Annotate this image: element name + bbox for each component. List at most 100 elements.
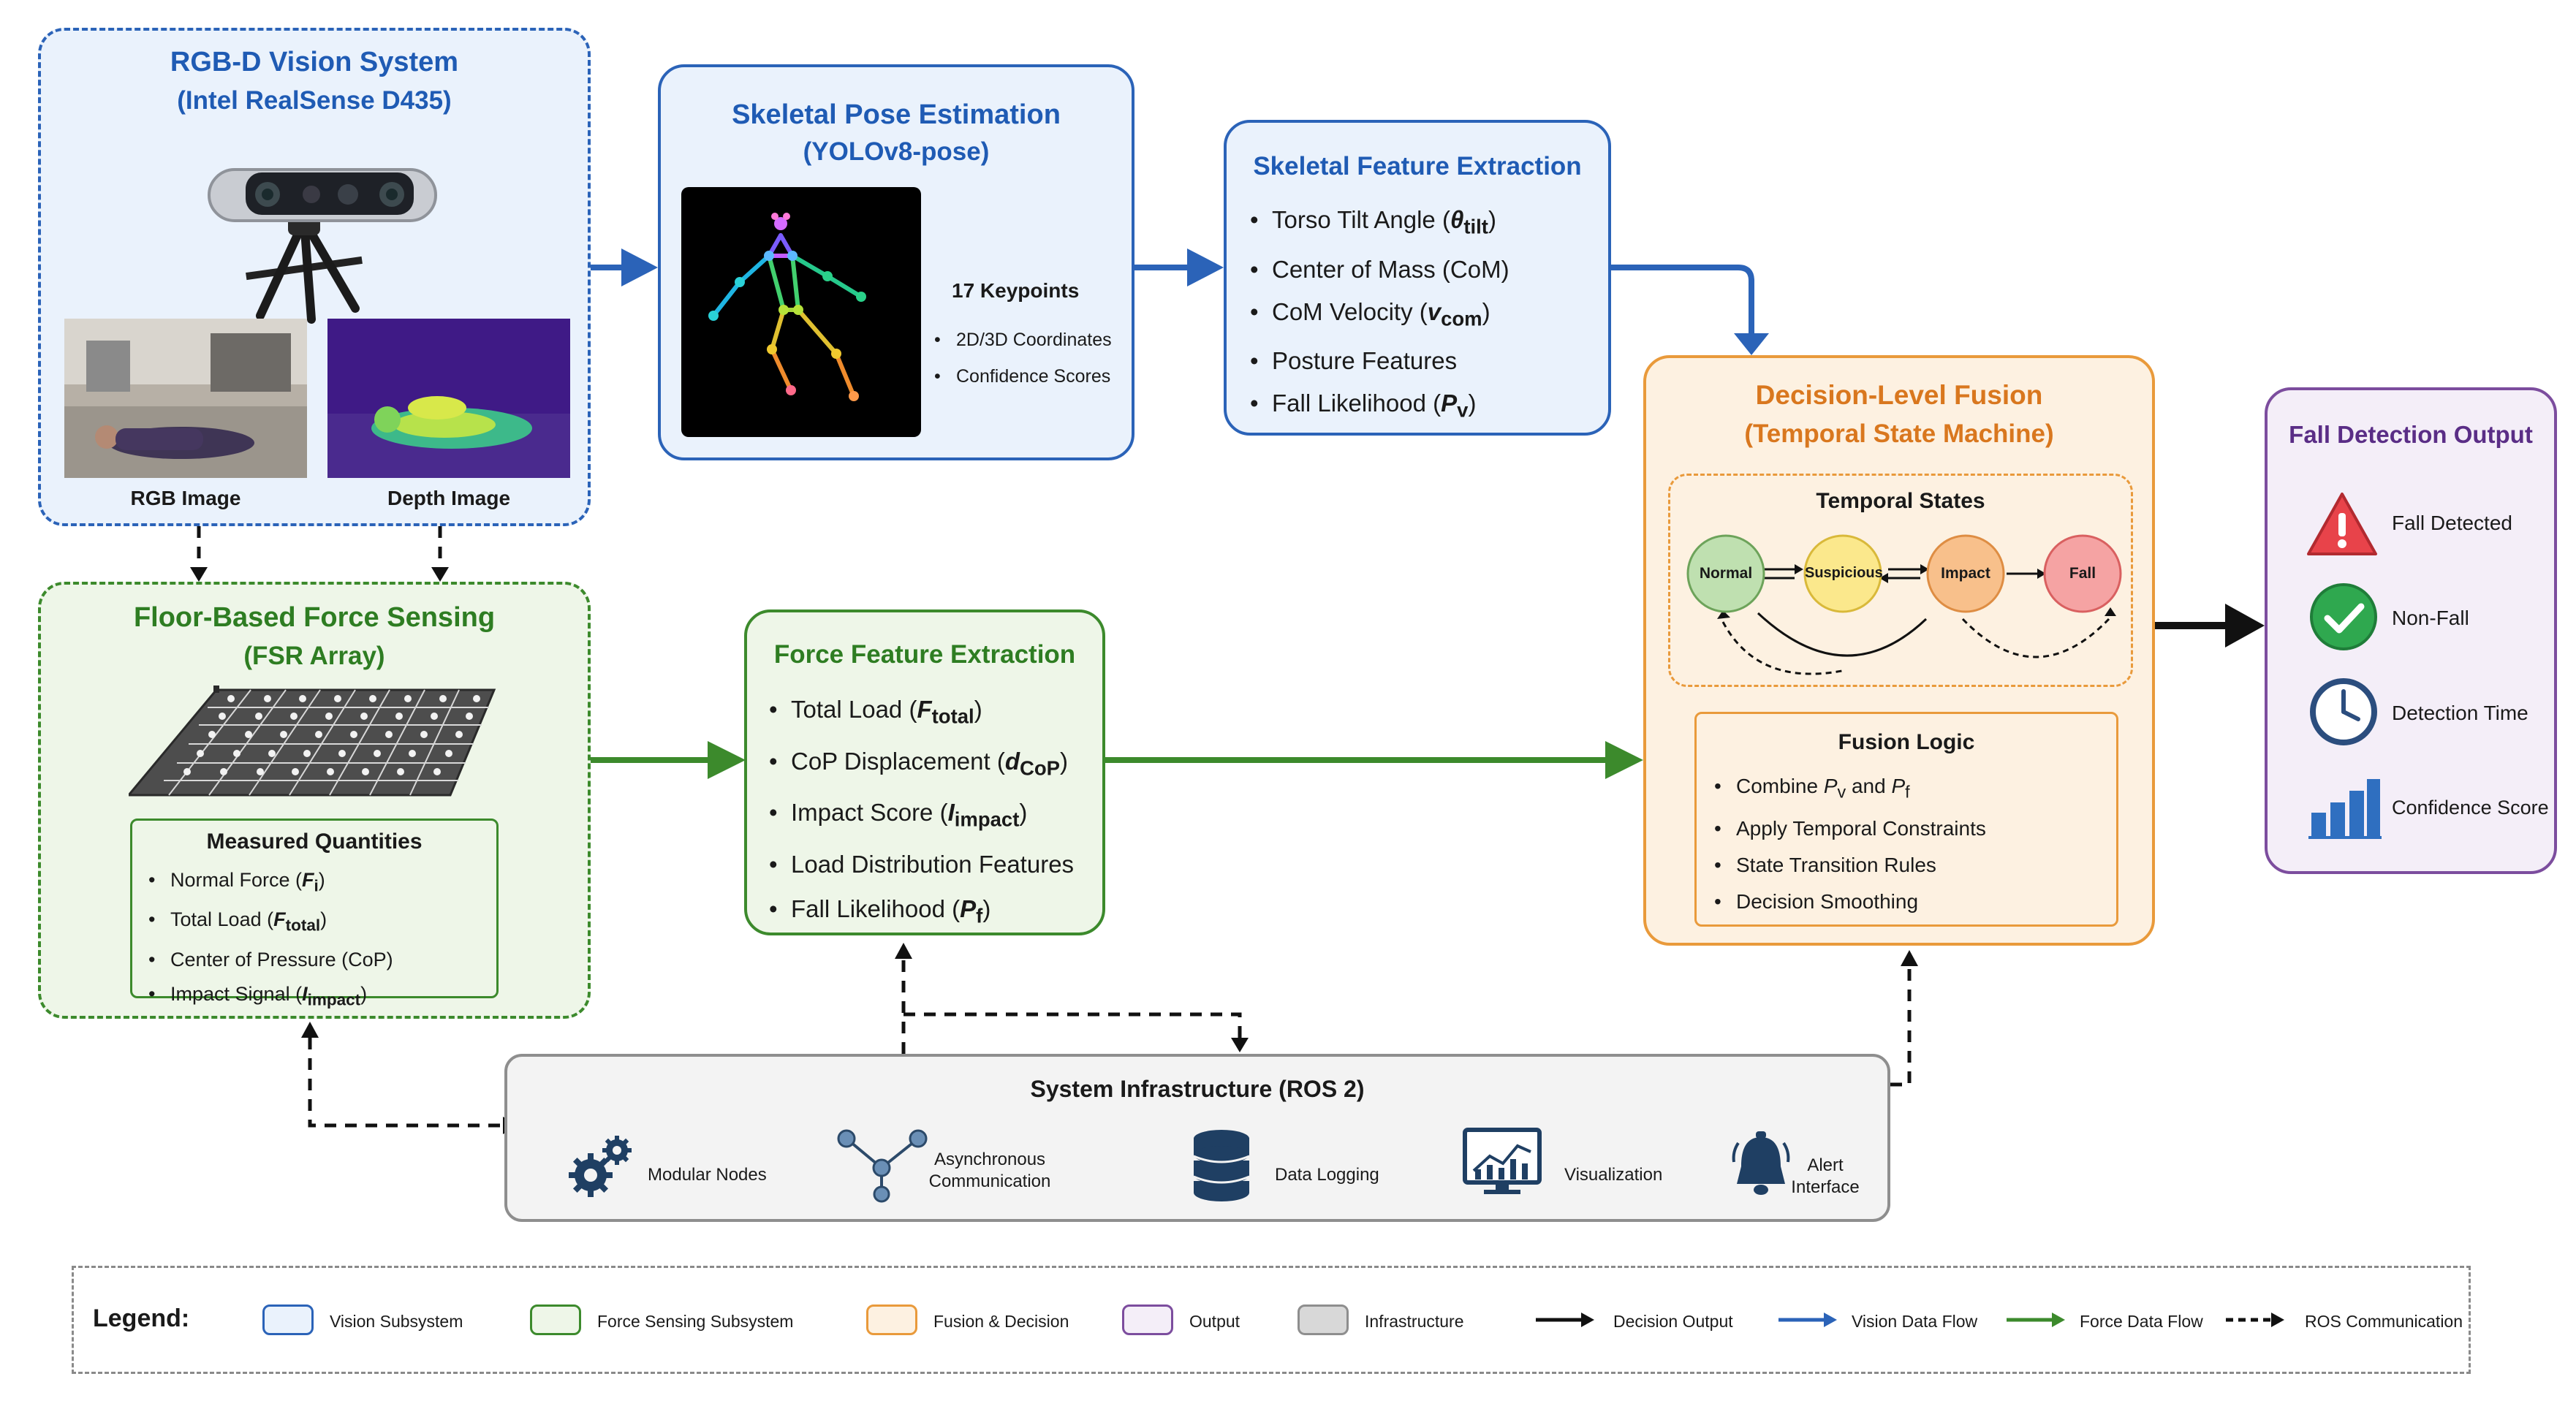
infra-label-async-communication: Asynchronous Communication — [928, 1150, 1051, 1191]
fusion-title: Decision-Level Fusion — [1755, 380, 2043, 410]
network-icon — [837, 1129, 928, 1203]
force-feature-item: Total Load (Ftotal) — [769, 687, 1098, 739]
force-features-title: Force Feature Extraction — [773, 640, 1076, 669]
measured-quantity-item: Center of Pressure (CoP) — [148, 943, 492, 977]
fusion-logic-item: State Transition Rules — [1714, 847, 2109, 884]
skeleton-keypoints-image — [681, 187, 921, 437]
legend-swatch-fusion — [866, 1304, 917, 1335]
rgb-image-label: RGB Image — [130, 487, 241, 509]
fusion-logic-item: Combine Pv and Pf — [1714, 768, 2109, 810]
pose-title: Skeletal Pose Estimation — [732, 99, 1061, 130]
fsr-array-icon — [129, 685, 496, 797]
legend-label: Decision Output — [1613, 1312, 1733, 1331]
force-feature-item: CoP Displacement (dCoP) — [769, 739, 1098, 791]
fusion-logic-item: Apply Temporal Constraints — [1714, 810, 2109, 847]
legend-label: ROS Communication — [2305, 1312, 2463, 1331]
fsr-title: Floor-Based Force Sensing — [133, 602, 496, 633]
realsense-camera-icon — [208, 168, 437, 324]
state-impact — [1926, 534, 2005, 613]
legend-label: Force Sensing Subsystem — [597, 1312, 794, 1331]
gears-icon — [569, 1136, 632, 1197]
measured-quantity-item: Impact Signal (Iimpact) — [148, 977, 492, 1017]
state-suspicious — [1803, 534, 1882, 613]
skeletal-feature-item: CoM Velocity (vcom) — [1250, 291, 1601, 341]
legend-decision-output-arrow — [1536, 1313, 1594, 1327]
depth-image-thumbnail — [327, 319, 570, 478]
depth-image-label: Depth Image — [387, 487, 511, 509]
rgbd-title: RGB-D Vision System — [170, 47, 459, 77]
fusion-logic-item: Decision Smoothing — [1714, 884, 2109, 920]
temporal-states-title: Temporal States — [1816, 489, 1985, 513]
state-fall — [2043, 534, 2122, 613]
rgbd-vision-system-panel: RGB-D Vision System (Intel RealSense D43… — [38, 28, 591, 526]
decision-output-arrow — [2155, 604, 2265, 647]
check-icon — [2310, 583, 2377, 650]
rgb-image-thumbnail — [64, 319, 307, 478]
legend-label: Vision Data Flow — [1852, 1312, 1978, 1331]
measured-quantities-box: Measured Quantities Normal Force (Fi) To… — [130, 819, 499, 1011]
fsr-subtitle: (FSR Array) — [243, 642, 385, 670]
infra-label-modular-nodes: Modular Nodes — [648, 1165, 767, 1185]
skeletal-feature-item: Posture Features — [1250, 340, 1601, 382]
force-flow-arrows — [591, 741, 1643, 779]
state-normal — [1686, 534, 1765, 613]
vision-flow-arrows — [591, 248, 1769, 355]
fusion-logic-list: Combine Pv and Pf Apply Temporal Constra… — [1714, 768, 2109, 920]
floor-force-sensing-panel: Floor-Based Force Sensing (FSR Array) — [38, 582, 591, 1019]
force-feature-item: Load Distribution Features — [769, 842, 1098, 886]
keypoints-list-item: 2D/3D Coordinates — [934, 322, 1132, 358]
pose-estimation-panel: Skeletal Pose Estimation (YOLOv8-pose) — [658, 64, 1134, 460]
force-feature-item: Fall Likelihood (Pf) — [769, 886, 1098, 938]
monitor-chart-icon — [1463, 1128, 1542, 1194]
output-title: Fall Detection Output — [2289, 421, 2533, 448]
legend-label: Output — [1189, 1312, 1240, 1331]
output-label-non-fall: Non-Fall — [2392, 607, 2469, 629]
skeletal-feature-item: Fall Likelihood (Pv) — [1250, 382, 1601, 432]
state-label: Normal — [1699, 565, 1753, 582]
output-label-detection-time: Detection Time — [2392, 702, 2528, 724]
state-label: Impact — [1941, 565, 1990, 582]
bar-chart-icon — [2308, 779, 2382, 839]
force-features-list: Total Load (Ftotal) CoP Displacement (dC… — [769, 687, 1098, 938]
legend-title: Legend: — [93, 1304, 190, 1332]
decision-fusion-panel: Decision-Level Fusion (Temporal State Ma… — [1643, 355, 2155, 946]
rgbd-subtitle: (Intel RealSense D435) — [177, 86, 452, 115]
system-infrastructure-panel: System Infrastructure (ROS 2) Modular No… — [504, 1054, 1890, 1222]
state-machine-diagram — [1686, 534, 2122, 675]
legend-swatch-output — [1122, 1304, 1173, 1335]
legend-force-flow-arrow — [2007, 1313, 2065, 1327]
measured-quantity-item: Normal Force (Fi) — [148, 863, 492, 903]
infra-label-visualization: Visualization — [1564, 1165, 1663, 1185]
keypoints-list-item: Confidence Scores — [934, 358, 1132, 395]
legend-panel: Legend: Vision Subsystem Force Sensing S… — [72, 1266, 2471, 1374]
legend-label: Fusion & Decision — [933, 1312, 1069, 1331]
legend-label: Force Data Flow — [2080, 1312, 2203, 1331]
skeletal-feature-item: Center of Mass (CoM) — [1250, 248, 1601, 291]
skeletal-feature-extraction-panel: Skeletal Feature Extraction Torso Tilt A… — [1224, 120, 1611, 436]
keypoints-list: 2D/3D Coordinates Confidence Scores — [934, 322, 1132, 395]
keypoints-title: 17 Keypoints — [952, 279, 1080, 302]
alarm-bell-icon — [1732, 1131, 1790, 1195]
output-label-fall-detected: Fall Detected — [2392, 512, 2512, 534]
pose-subtitle: (YOLOv8-pose) — [803, 137, 990, 166]
legend-swatch-infrastructure — [1298, 1304, 1349, 1335]
fusion-logic-title: Fusion Logic — [1838, 730, 1975, 754]
legend-swatch-force — [530, 1304, 581, 1335]
skeletal-features-title: Skeletal Feature Extraction — [1253, 152, 1582, 181]
clock-icon — [2310, 678, 2377, 745]
skeletal-features-list: Torso Tilt Angle (θtilt) Center of Mass … — [1250, 199, 1601, 432]
infra-label-data-logging: Data Logging — [1275, 1165, 1379, 1185]
infra-title: System Infrastructure (ROS 2) — [1030, 1076, 1365, 1102]
infra-label-alert-interface: Alert Interface — [1791, 1155, 1860, 1197]
fusion-logic-box: Fusion Logic Combine Pv and Pf Apply Tem… — [1694, 712, 2118, 927]
ros-communication-arrows — [197, 526, 1912, 1128]
legend-swatch-vision — [262, 1304, 314, 1335]
fall-detection-output-panel: Fall Detection Output Fall Detected Non-… — [2265, 387, 2557, 874]
legend-ros-communication-arrow — [2226, 1313, 2284, 1327]
state-label: Suspicious — [1805, 565, 1883, 581]
state-label: Fall — [2069, 565, 2096, 582]
temporal-states-box: Temporal States — [1668, 474, 2133, 687]
measured-quantities-list: Normal Force (Fi) Total Load (Ftotal) Ce… — [148, 863, 492, 1017]
warning-icon — [2307, 493, 2377, 555]
